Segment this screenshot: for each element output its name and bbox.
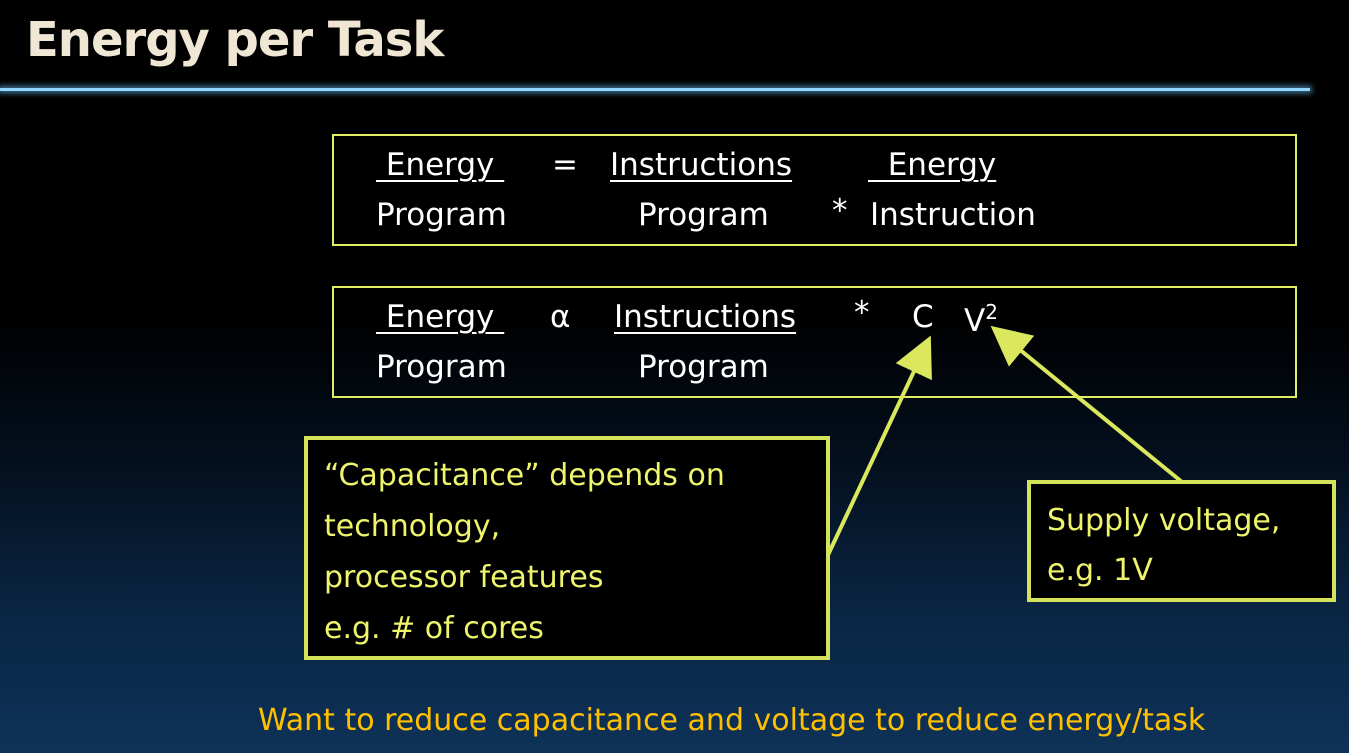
capacitance-callout-line-4: e.g. # of cores [324, 611, 544, 646]
eq1-instructions-numerator: Instructions [610, 147, 793, 183]
voltage-callout-line-1: Supply voltage, [1047, 503, 1281, 538]
eq2-lhs-denominator: Program [376, 349, 507, 385]
eq2-lhs-numerator: Energy [376, 299, 505, 335]
title-underline [0, 88, 1310, 91]
capacitance-callout: “Capacitance” depends on technology, pro… [304, 436, 830, 660]
voltage-callout-line-2: e.g. 1V [1047, 553, 1153, 588]
capacitance-callout-line-3: processor features [324, 560, 604, 595]
eq1-lhs-denominator: Program [376, 197, 507, 233]
capacitance-callout-line-1: “Capacitance” depends on [324, 458, 725, 493]
eq1-multiply: * [832, 193, 848, 229]
eq1-lhs-numerator: Energy [376, 147, 505, 183]
capacitance-callout-line-2: technology, [324, 509, 501, 544]
eq2-proportional: α [550, 299, 571, 335]
eq2-capacitance-symbol: C [912, 299, 934, 335]
voltage-arrow [990, 325, 1184, 484]
eq1-energy-numerator: Energy [868, 147, 997, 183]
bottom-note: Want to reduce capacitance and voltage t… [258, 703, 1206, 738]
eq2-voltage-symbol: V2 [964, 300, 998, 339]
eq2-exponent: 2 [985, 300, 998, 324]
eq2-program-denominator: Program [638, 349, 769, 385]
slide-title: Energy per Task [26, 12, 444, 68]
eq1-equals: = [552, 147, 578, 183]
proportionality-equation-box: Energy α Instructions * C V2 Program Pro… [332, 286, 1297, 398]
eq2-multiply: * [854, 295, 870, 331]
eq1-program-denominator: Program [638, 197, 769, 233]
capacitance-arrow [826, 335, 932, 556]
eq2-instructions-numerator: Instructions [614, 299, 797, 335]
voltage-callout: Supply voltage, e.g. 1V [1027, 480, 1336, 602]
eq1-instruction-denominator: Instruction [870, 197, 1036, 233]
energy-equation-box: Energy = Instructions Energy Program Pro… [332, 134, 1297, 246]
